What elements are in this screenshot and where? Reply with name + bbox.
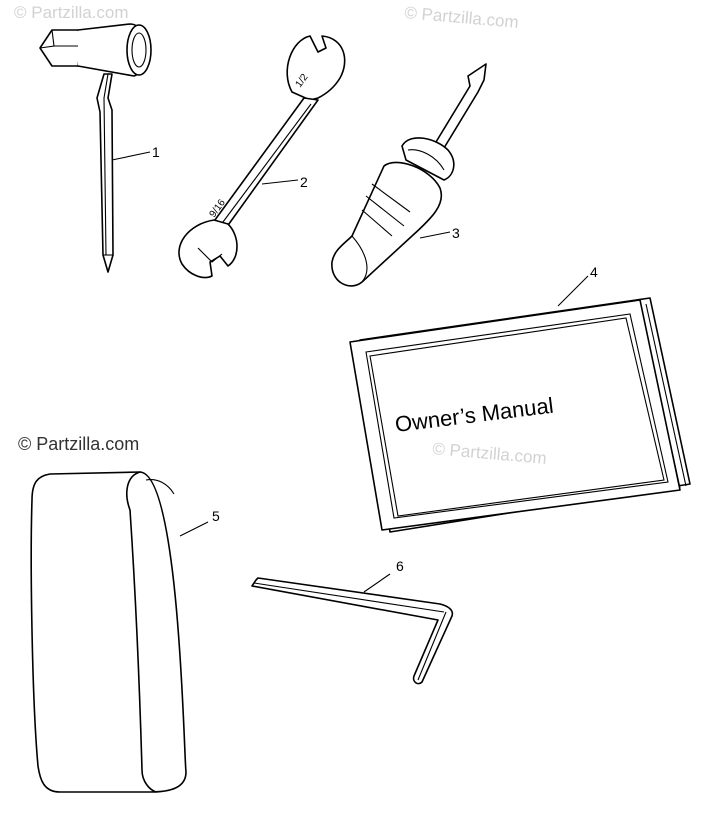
spark-plug-wrench-icon [39, 23, 152, 273]
open-end-wrench-icon: 1/2 9/16 [178, 35, 346, 279]
leader-line-4 [557, 275, 589, 307]
hex-key-icon [251, 577, 454, 685]
callout-3: 3 [452, 225, 460, 241]
callout-4: 4 [590, 264, 598, 280]
leader-line-1 [111, 151, 151, 161]
leader-line-6 [363, 573, 391, 593]
watermark-top-right: © Partzilla.com [404, 3, 520, 32]
callout-1: 1 [152, 144, 160, 160]
callout-6: 6 [396, 558, 404, 574]
watermark-middle-left: © Partzilla.com [18, 434, 139, 454]
callout-2: 2 [300, 174, 308, 190]
owners-manual-icon: Owner’s Manual © Partzilla.com [349, 297, 691, 533]
screwdriver-icon [331, 63, 487, 287]
leader-line-3 [419, 231, 451, 239]
tool-pouch-icon [30, 471, 187, 793]
leader-line-5 [179, 521, 209, 537]
leader-line-2 [261, 179, 299, 185]
callout-5: 5 [212, 508, 220, 524]
watermark-top-left: © Partzilla.com [14, 3, 129, 22]
